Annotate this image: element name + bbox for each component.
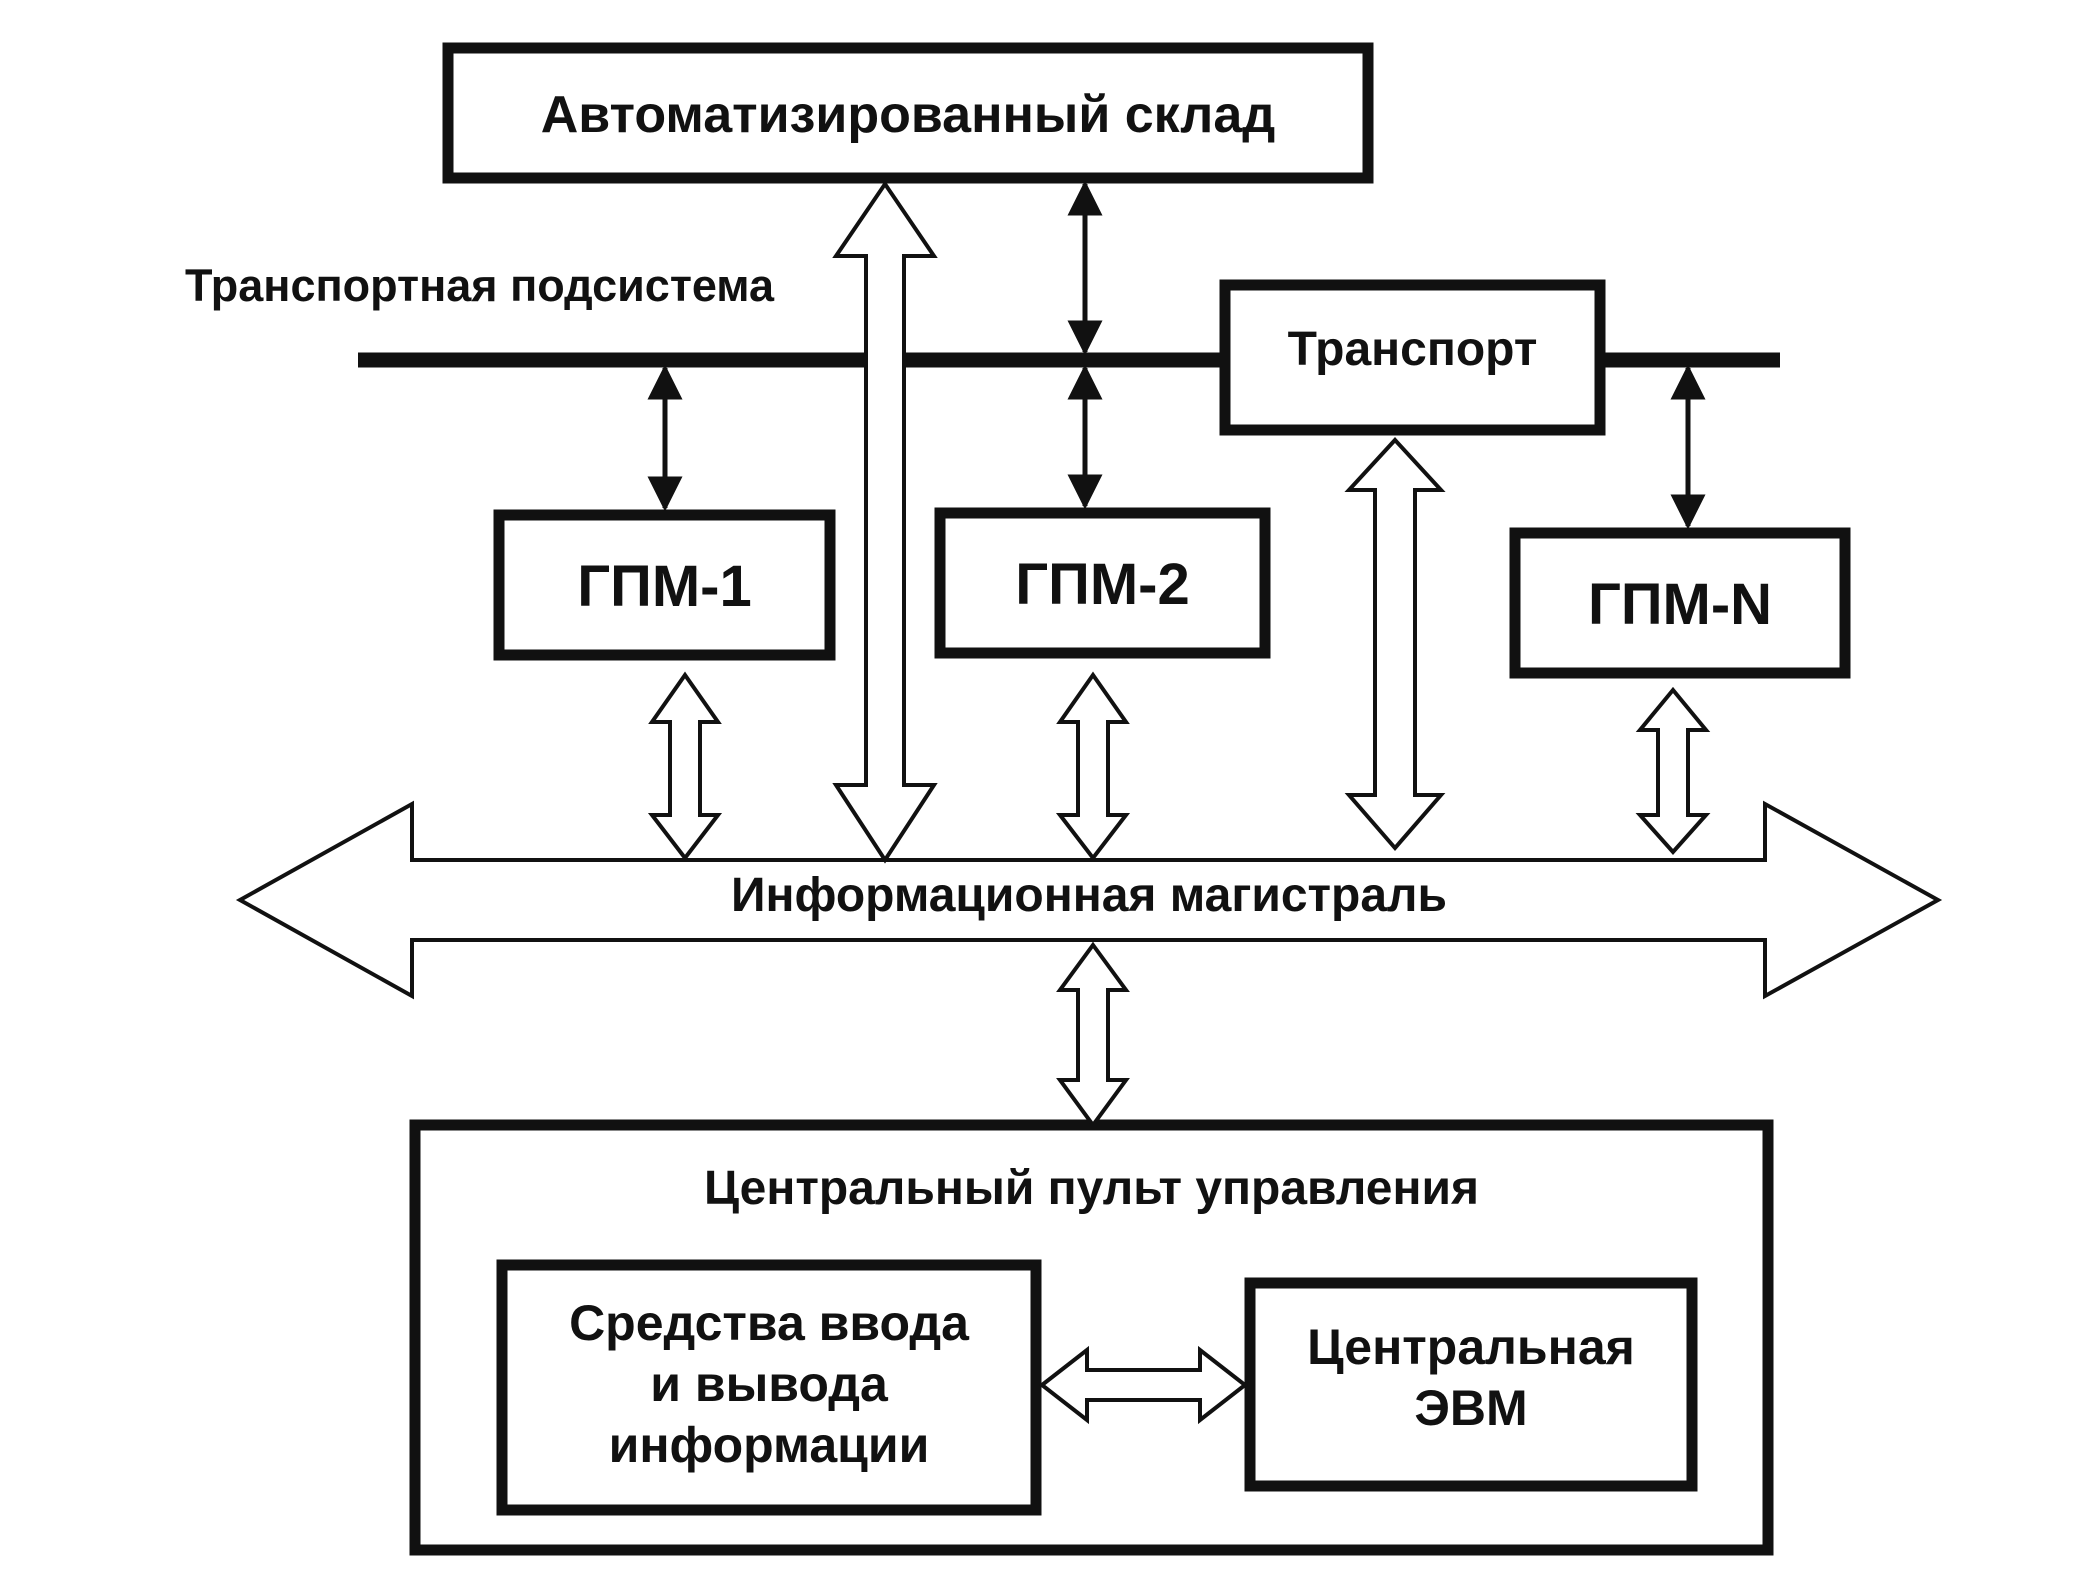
gpm-n-box [1509,527,1851,679]
arrow-bus-control-panel [1056,941,1130,1129]
transport-box [1219,279,1606,436]
arrow-warehouse-bus [832,180,938,864]
io-means-box [496,1259,1042,1516]
info-bus-label: Информационная магистраль [730,869,1448,922]
warehouse-box [442,42,1374,184]
arrow-gpm-n-bus [1635,686,1711,856]
io-means-label: Средства ввода и вывода информации [569,1295,969,1473]
arrow-io-computer [1038,1345,1249,1425]
arrow-gpm-1-bus [647,671,723,862]
gpm-2-label: ГПМ-2 [1015,552,1190,617]
central-computer-box [1244,1277,1698,1492]
gpm-1-label: ГПМ-1 [577,554,752,619]
warehouse-label: Автоматизированный склад [540,86,1276,144]
arrow-gpm-2-bus [1055,671,1131,862]
arrow-transport-bus [1344,437,1446,852]
info-bus-arrow [235,800,1943,1000]
gpm-1-box [493,509,836,661]
central-computer-label: Центральная ЭВМ [1307,1319,1635,1436]
transport-subsystem-label: Транспортная подсистема [185,260,775,311]
gpm-2-box [934,507,1271,659]
transport-label: Транспорт [1287,323,1538,376]
control-panel-label: Центральный пульт управления [703,1162,1479,1215]
gpm-n-label: ГПМ-N [1587,572,1773,637]
